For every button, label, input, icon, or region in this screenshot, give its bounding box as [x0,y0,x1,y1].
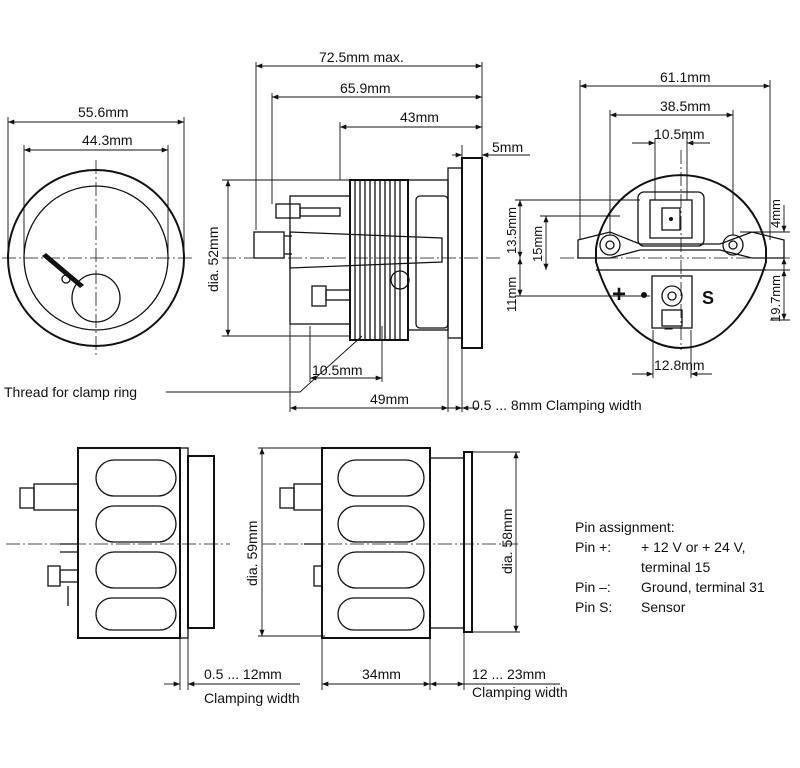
side-thread-length-label: 10.5mm [312,362,363,378]
pin-row-value: terminal 15 [641,559,710,575]
rear-13-5-label: 13.5mm [504,207,519,254]
pin-row-key: Pin –: [575,579,611,595]
side-49-label: 49mm [370,391,409,407]
rear-connector-width-label: 10.5mm [654,126,705,142]
side-65-label: 65.9mm [340,80,391,96]
bottom-right-view: dia. 59mm dia. 58mm 34mm 12 ... 23mm Cla… [244,447,568,700]
side-clamping-label: 0.5 ... 8mm Clamping width [472,397,642,413]
rear-pin-plus-label: + [612,281,626,308]
br-length-label: 34mm [362,666,401,682]
side-view: 72.5mm max. 65.9mm 43mm 5mm dia. 52mm 10… [4,49,642,413]
pin-assignment-title: Pin assignment: [575,519,675,535]
br-clamp-label: Clamping width [472,684,568,700]
pin-row-value: Sensor [641,599,686,615]
rear-19-7-label: 19.7mm [768,275,783,322]
rear-terminal-width-label: 12.8mm [654,357,705,373]
bl-dia-label: dia. 59mm [244,521,260,586]
rear-pin-s-label: S [702,288,714,308]
br-dia-label: dia. 58mm [499,509,515,574]
front-outer-dia-label: 55.6mm [78,104,129,120]
front-view: 55.6mm 44.3mm [2,104,192,355]
pin-assignment: Pin assignment: Pin +: + 12 V or + 24 V,… [575,519,765,615]
side-flange-label: 5mm [492,139,523,155]
bl-clamp-label: Clamping width [204,690,300,706]
front-inner-dia-label: 44.3mm [82,132,133,148]
pin-row-key: Pin +: [575,539,611,555]
side-overall-length-label: 72.5mm max. [319,49,404,65]
pin-row-key: Pin S: [575,599,612,615]
thread-lines [354,180,401,340]
rear-view: + S − 61.1mm 38.5mm [504,69,790,378]
rear-hole-span-label: 38.5mm [660,98,711,114]
side-43-label: 43mm [400,109,439,125]
rear-pin-minus-label: − [664,321,673,338]
thread-for-clamp-ring-label: Thread for clamp ring [4,384,137,400]
bottom-left-view: 0.5 ... 12mm Clamping width [6,447,300,706]
pin-row-value: Ground, terminal 31 [641,579,765,595]
pin-row-value: + 12 V or + 24 V, [641,539,746,555]
rear-width-label: 61.1mm [660,69,711,85]
rear-15-label: 15mm [530,226,545,262]
rear-11-label: 11mm [504,277,519,312]
side-dia-label: dia. 52mm [205,227,221,292]
rear-4-label: 4mm [768,199,783,228]
bl-clamp-range-label: 0.5 ... 12mm [204,666,282,682]
br-clamp-range-label: 12 ... 23mm [472,666,546,682]
